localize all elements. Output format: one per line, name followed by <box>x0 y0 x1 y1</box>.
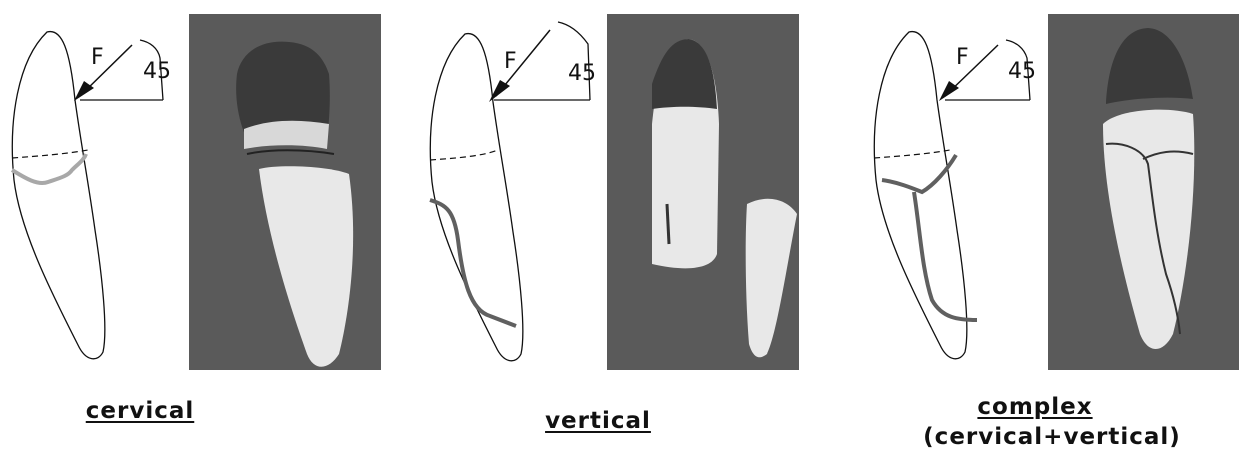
force-arrow-head <box>74 81 94 101</box>
tooth-outline <box>874 32 967 359</box>
angle-label: 45 <box>1008 59 1036 84</box>
fracture-line-vertical <box>914 192 977 320</box>
tooth-photo-cervical <box>189 14 381 370</box>
tooth-outline <box>430 34 523 361</box>
panel-vertical: F 45 vertical <box>418 0 818 454</box>
caption-complex: complex <box>930 394 1140 420</box>
angle-label: 45 <box>143 59 171 84</box>
caption-vertical: vertical <box>518 408 678 434</box>
tooth-outline <box>12 32 105 359</box>
cej-dashed-line <box>430 150 498 160</box>
tooth-photo-complex <box>1048 14 1239 370</box>
fracture-line-cervical <box>882 155 956 192</box>
force-label: F <box>91 45 104 70</box>
fracture-line-cervical <box>12 154 86 183</box>
tooth-diagram-cervical: F 45 <box>0 0 190 380</box>
force-label: F <box>956 45 969 70</box>
caption-complex-detail: (cervical+vertical) <box>902 424 1202 450</box>
panel-complex: F 45 complex (cervical+vertical) <box>862 0 1239 454</box>
force-label: F <box>504 49 517 74</box>
fracture-line-vertical <box>430 200 516 326</box>
panel-cervical: F 45 cervical <box>0 0 400 454</box>
angle-label: 45 <box>568 61 596 86</box>
force-arrow-head <box>939 81 959 101</box>
caption-cervical: cervical <box>60 398 220 424</box>
tooth-photo-vertical <box>607 14 799 370</box>
cej-dashed-line <box>12 150 88 158</box>
cej-dashed-line <box>874 150 950 158</box>
tooth-diagram-vertical: F 45 <box>418 0 608 380</box>
tooth-diagram-complex: F 45 <box>862 0 1052 380</box>
